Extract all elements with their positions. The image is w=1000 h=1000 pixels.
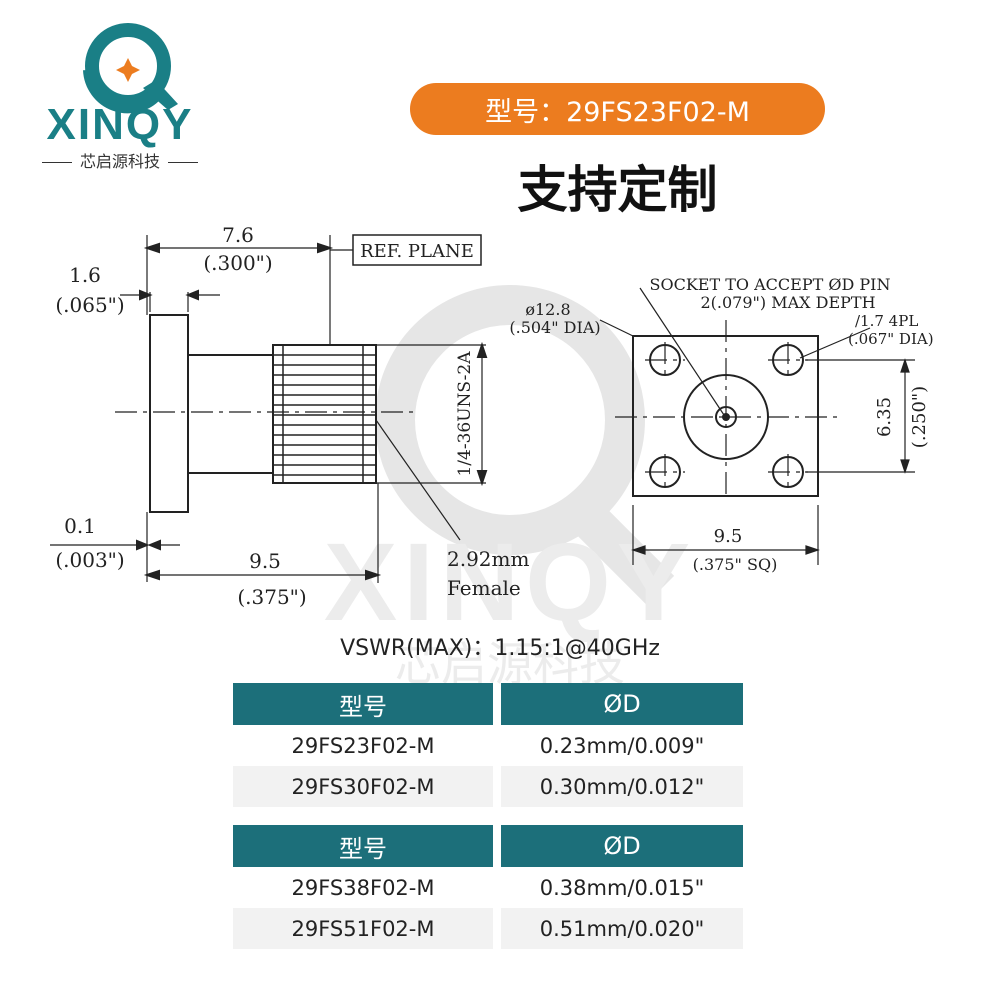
hole-dia: /1.7 4PL <box>855 312 918 330</box>
dim-flange-in: (.065") <box>55 293 124 317</box>
table-row: 29FS23F02-M 0.23mm/0.009" <box>233 725 743 766</box>
header-diameter: ØD <box>501 825 743 867</box>
model-badge: 型号：29FS23F02-M <box>410 83 825 135</box>
spec-table-2: 型号 ØD 29FS38F02-M 0.38mm/0.015" 29FS51F0… <box>233 825 743 949</box>
header-model: 型号 <box>233 683 493 725</box>
dim-flange: 1.6 <box>69 263 101 287</box>
table-row: 29FS51F02-M 0.51mm/0.020" <box>233 908 743 949</box>
brand-logo-icon <box>83 23 178 114</box>
front-view <box>599 287 915 565</box>
width-dim: 9.5 <box>714 526 743 547</box>
header-model: 型号 <box>233 825 493 867</box>
table-row: 29FS38F02-M 0.38mm/0.015" <box>233 867 743 908</box>
connector-gender: Female <box>447 576 521 600</box>
cell-diameter: 0.23mm/0.009" <box>539 733 705 758</box>
table-header: 型号 ØD <box>233 683 743 725</box>
table-header: 型号 ØD <box>233 825 743 867</box>
dim-bottom-in: (.375") <box>237 585 306 609</box>
brand-subtitle-text: 芯启源科技 <box>79 152 160 171</box>
vswr-spec: VSWR(MAX)：1.15:1@40GHz <box>340 636 660 661</box>
flange-dia: ø12.8 <box>525 300 570 319</box>
cell-model: 29FS23F02-M <box>291 733 435 758</box>
cell-model: 29FS38F02-M <box>291 875 435 900</box>
flange-body <box>149 314 189 513</box>
dim-bottom: 9.5 <box>249 549 281 573</box>
socket-note-1: SOCKET TO ACCEPT ØD PIN <box>650 275 891 294</box>
dim-top-in: (.300") <box>203 251 272 275</box>
ref-plane-label: REF. PLANE <box>360 241 474 262</box>
hole-spacing: 6.35 <box>874 397 895 437</box>
cell-diameter: 0.38mm/0.015" <box>539 875 705 900</box>
front-view-labels: SOCKET TO ACCEPT ØD PIN 2(.079") MAX DEP… <box>509 275 933 574</box>
hole-dia-in: (.067" DIA) <box>848 330 934 348</box>
socket-note-2: 2(.079") MAX DEPTH <box>700 293 875 312</box>
brand-name: XINQY <box>46 100 194 149</box>
width-dim-in: (.375" SQ) <box>693 555 778 574</box>
brand-subtitle: 芯启源科技 <box>20 148 220 172</box>
dim-top: 7.6 <box>222 223 254 247</box>
spec-table-1: 型号 ØD 29FS23F02-M 0.23mm/0.009" 29FS30F0… <box>233 683 743 807</box>
header-diameter: ØD <box>501 683 743 725</box>
dim-gap-in: (.003") <box>55 548 124 572</box>
cell-diameter: 0.51mm/0.020" <box>501 908 743 949</box>
cell-model: 29FS30F02-M <box>233 766 493 807</box>
table-row: 29FS30F02-M 0.30mm/0.012" <box>233 766 743 807</box>
connector-type: 2.92mm <box>447 547 529 571</box>
dim-gap: 0.1 <box>64 514 96 538</box>
technical-drawing: 7.6 (.300") REF. PLANE 1.6 (.065") 1/4-3… <box>50 223 934 609</box>
side-view-labels: 7.6 (.300") REF. PLANE 1.6 (.065") 1/4-3… <box>55 223 529 609</box>
flange-dia-in: (.504" DIA) <box>509 318 600 337</box>
cell-diameter: 0.30mm/0.012" <box>501 766 743 807</box>
hole-spacing-in: (.250") <box>909 386 930 448</box>
cell-model: 29FS51F02-M <box>233 908 493 949</box>
thread-spec: 1/4-36UNS-2A <box>455 351 475 477</box>
customization-title: 支持定制 <box>517 161 718 219</box>
